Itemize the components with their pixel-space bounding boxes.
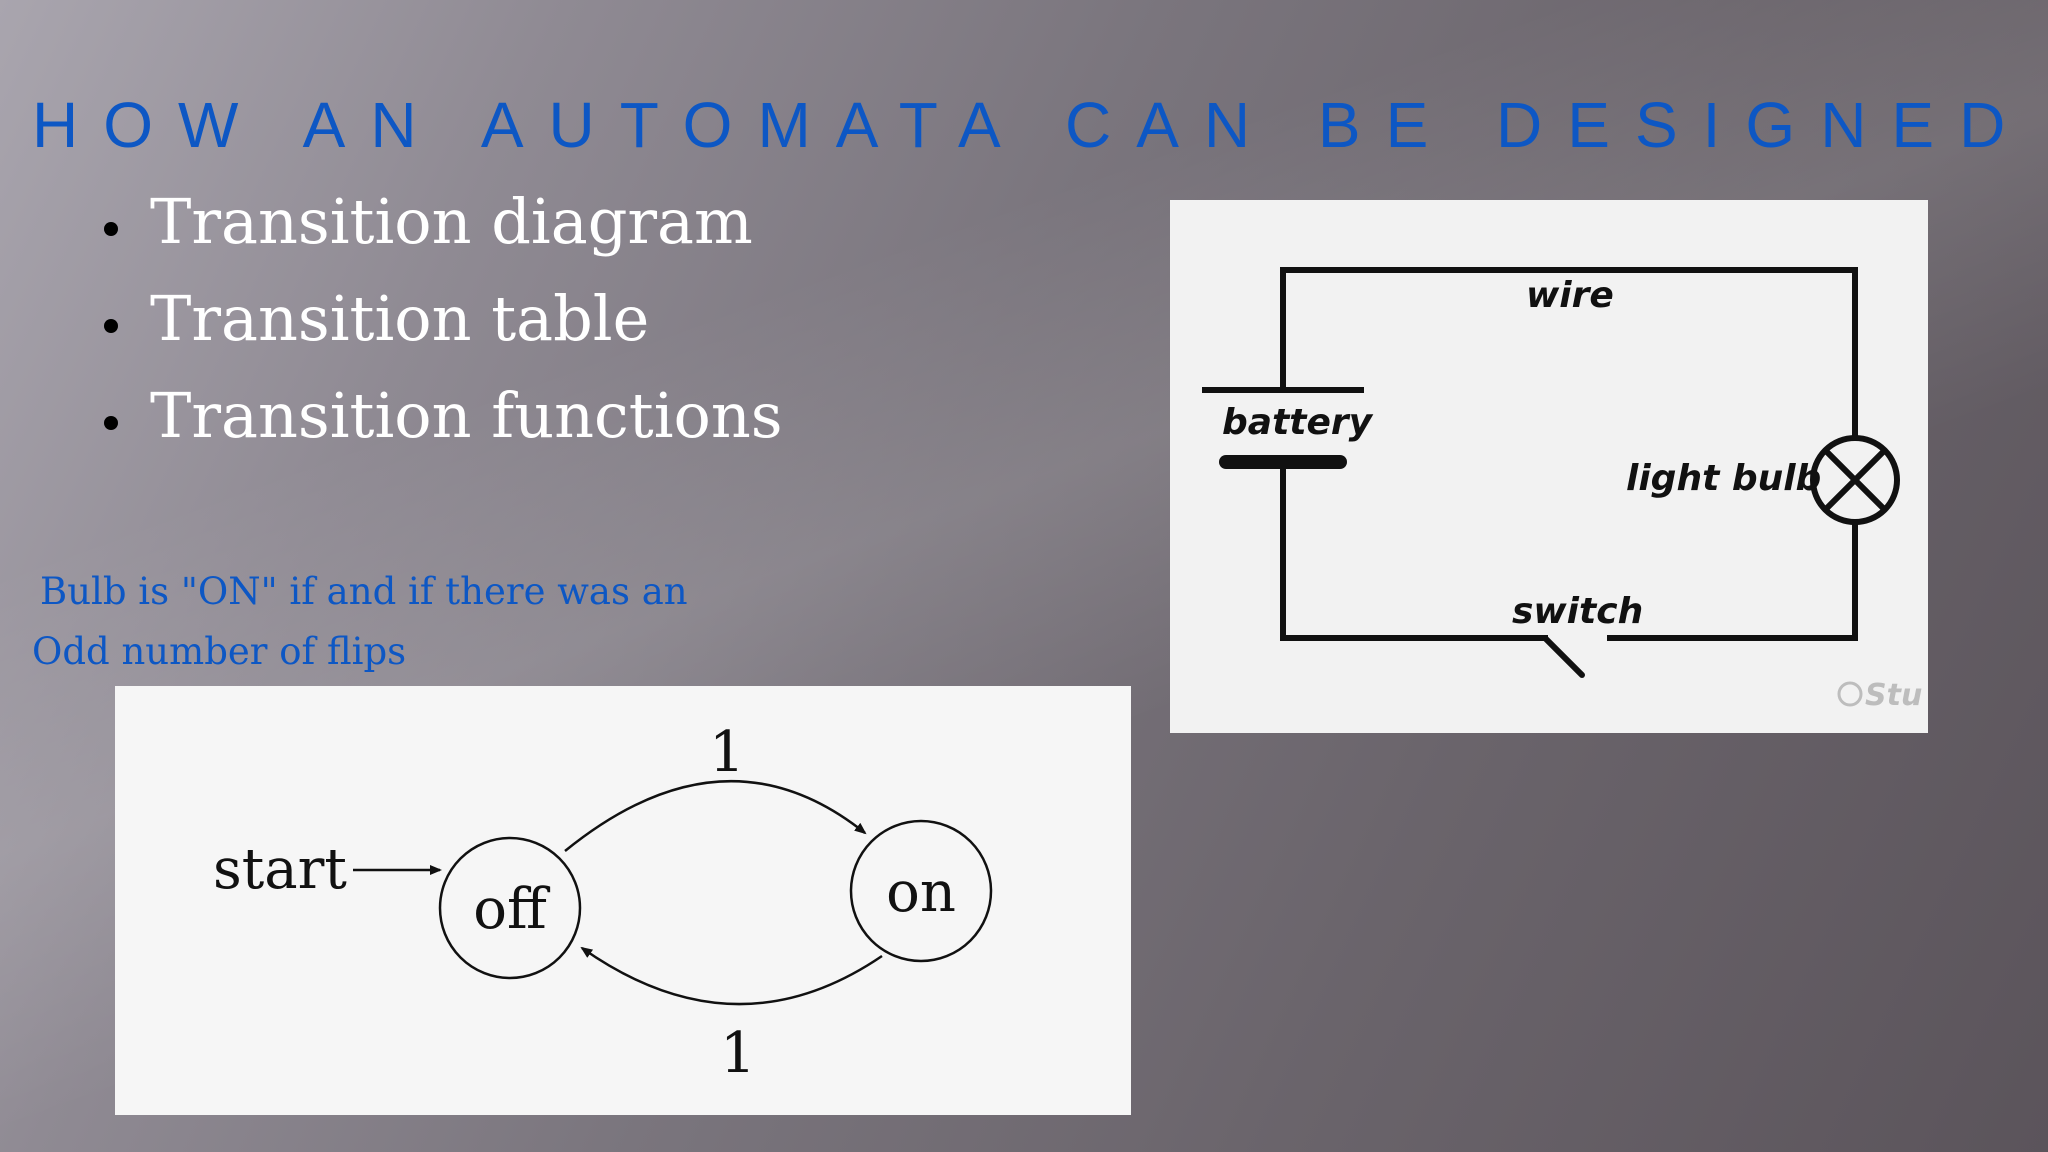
note-line-2: Odd number of flips — [32, 630, 407, 673]
state-on-label: on — [886, 860, 956, 925]
state-diagram-image: start off on 1 1 — [115, 686, 1131, 1115]
transition-top-label: 1 — [709, 720, 745, 785]
bullet-text: Transition functions — [150, 379, 783, 452]
bullet-item: Transition diagram — [100, 186, 783, 283]
bullet-text: Transition table — [150, 282, 650, 355]
watermark-icon — [1837, 681, 1863, 707]
wire-label: wire — [1526, 275, 1614, 316]
state-off-label: off — [473, 877, 551, 942]
transition-on-to-off — [580, 946, 883, 1006]
transition-bottom-label: 1 — [720, 1021, 756, 1086]
slide-title: HOW AN AUTOMATA CAN BE DESIGNED : — [32, 89, 2048, 161]
bullet-item: Transition table — [100, 283, 783, 380]
bullet-item: Transition functions — [100, 380, 783, 477]
bullet-dot-icon — [104, 222, 118, 236]
state-diagram: start off on 1 1 — [213, 720, 993, 1086]
circuit-diagram: wire battery light bulb switch Stu — [1202, 267, 1922, 713]
circuit-diagram-image: wire battery light bulb switch Stu — [1170, 200, 1928, 733]
bullet-dot-icon — [104, 416, 118, 430]
bullet-text: Transition diagram — [150, 185, 753, 258]
note-line-1: Bulb is "ON" if and if there was an — [40, 570, 688, 613]
light-bulb-label: light bulb — [1626, 458, 1821, 499]
transition-off-to-on — [564, 779, 867, 852]
switch-lever — [1542, 635, 1585, 678]
bullet-dot-icon — [104, 319, 118, 333]
watermark: Stu — [1837, 678, 1922, 713]
watermark-text: Stu — [1865, 678, 1922, 713]
state-off-circle — [438, 836, 582, 980]
start-label: start — [213, 837, 347, 902]
bulb-note: Bulb is "ON" if and if there was an Odd … — [32, 562, 688, 682]
battery-label: battery — [1222, 402, 1374, 443]
state-on-circle — [849, 819, 993, 963]
bullet-list: Transition diagram Transition table Tran… — [100, 186, 783, 477]
light-bulb-icon — [1810, 435, 1900, 525]
switch-label: switch — [1512, 591, 1643, 632]
